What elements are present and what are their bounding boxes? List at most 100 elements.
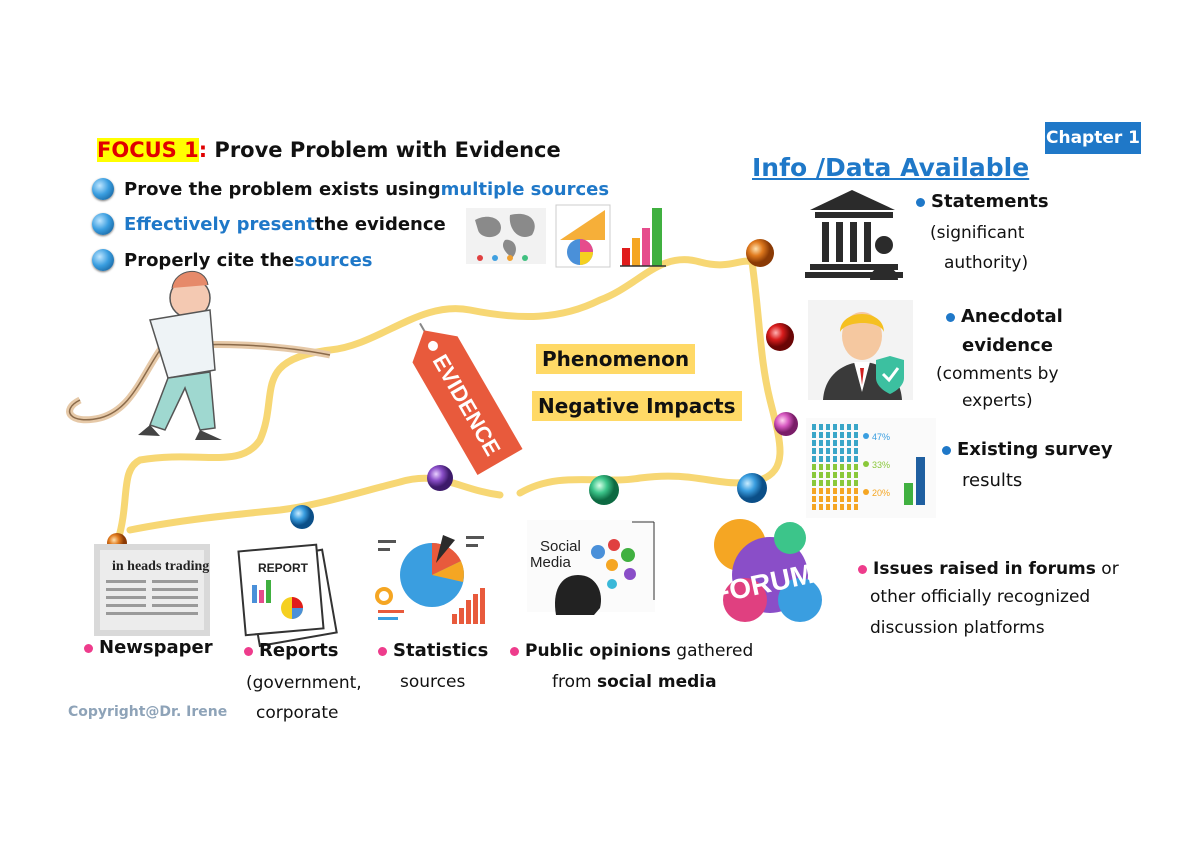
survey-person-mark: [840, 448, 844, 454]
focus-bullet-1: Prove the problem exists using multiple …: [92, 178, 609, 200]
focus-bullet-3: Properly cite the sources: [92, 249, 373, 271]
chapter-badge: Chapter 1: [1045, 122, 1141, 154]
survey-person-mark: [819, 504, 823, 510]
survey-person-mark: [812, 488, 816, 494]
survey-person-mark: [819, 488, 823, 494]
survey-person-mark: [833, 480, 837, 486]
survey-person-mark: [826, 480, 830, 486]
bullet-ball-icon: [92, 213, 114, 235]
focus-bullet-1-highlight: multiple sources: [440, 178, 610, 200]
public-opinions-line-1: Public opinions gathered: [510, 637, 753, 665]
public-opinions-line-2: from social media: [552, 672, 717, 692]
focus-bullet-2-post: the evidence: [314, 213, 446, 235]
survey-person-mark: [854, 480, 858, 486]
forums-line-1: Issues raised in forums or: [858, 555, 1119, 583]
survey-person-mark: [819, 456, 823, 462]
survey-person-mark: [840, 480, 844, 486]
survey-legend-dot: [863, 433, 869, 439]
survey-person-mark: [854, 472, 858, 478]
survey-person-mark: [812, 448, 816, 454]
survey-person-mark: [854, 464, 858, 470]
survey-legend-dot: [863, 489, 869, 495]
forums-line-3: discussion platforms: [870, 618, 1045, 638]
survey-person-mark: [812, 432, 816, 438]
survey-person-mark: [819, 480, 823, 486]
survey-person-mark: [833, 432, 837, 438]
waypoint-green: [589, 475, 619, 505]
survey-person-mark: [854, 432, 858, 438]
survey-person-mark: [826, 432, 830, 438]
forums-line-2: other officially recognized: [870, 587, 1091, 607]
survey-person-mark: [840, 464, 844, 470]
survey-title: Existing survey: [942, 436, 1113, 464]
copyright-text: Copyright@Dr. Irene: [68, 704, 228, 720]
survey-person-mark: [833, 440, 837, 446]
survey-person-mark: [833, 456, 837, 462]
survey-person-mark: [812, 440, 816, 446]
bullet-dot-icon: [946, 312, 955, 322]
reports-title: Reports: [244, 637, 339, 665]
newspaper-title: Newspaper: [84, 634, 213, 662]
survey-person-mark: [847, 504, 851, 510]
bullet-dot-icon: [510, 646, 519, 656]
survey-person-mark: [819, 464, 823, 470]
survey-person-mark: [826, 424, 830, 430]
focus-prefix: FOCUS 1: [97, 138, 199, 162]
anecdotal-title-2: evidence: [962, 335, 1053, 356]
bullet-dot-icon: [378, 646, 387, 656]
bullet-dot-icon: [942, 445, 951, 455]
focus-bullet-1-pre: Prove the problem exists using: [124, 178, 441, 200]
survey-person-mark: [812, 480, 816, 486]
statistics-title: Statistics: [378, 637, 488, 665]
survey-person-mark: [854, 440, 858, 446]
survey-person-mark: [812, 464, 816, 470]
social-media-text-1: Social: [540, 538, 581, 555]
survey-person-mark: [854, 504, 858, 510]
bar-chart-icon: [620, 208, 666, 267]
survey-person-mark: [826, 456, 830, 462]
negative-impacts-box: Negative Impacts: [532, 391, 742, 421]
focus-bullet-3-pre: Properly cite the: [124, 249, 295, 271]
survey-person-mark: [847, 448, 851, 454]
survey-line-1: results: [962, 470, 1023, 491]
bullet-ball-icon: [92, 249, 114, 271]
survey-person-mark: [812, 472, 816, 478]
report-doc-text: REPORT: [258, 561, 309, 575]
waypoint-red: [766, 323, 794, 351]
survey-results-icon: 47%33%20%: [806, 418, 936, 518]
survey-person-mark: [854, 488, 858, 494]
waypoint-blue-right: [737, 473, 767, 503]
rope-puller-illustration: [66, 270, 331, 440]
anecdotal-line-1: (comments by: [936, 364, 1059, 384]
survey-person-mark: [833, 464, 837, 470]
survey-person-mark: [854, 448, 858, 454]
focus-bullet-2-highlight: Effectively present: [124, 213, 315, 235]
anecdotal-title-1: Anecdotal: [946, 303, 1063, 331]
government-building-icon: [805, 190, 903, 280]
survey-person-mark: [833, 472, 837, 478]
reports-line-1: (government,: [246, 673, 362, 693]
survey-person-mark: [847, 472, 851, 478]
newspaper-clip-text: in heads trading: [112, 559, 209, 574]
anecdotal-line-2: experts): [962, 391, 1033, 411]
survey-person-mark: [847, 480, 851, 486]
survey-bar-mark: [904, 483, 913, 505]
survey-percent-label: 20%: [872, 488, 890, 498]
survey-person-mark: [847, 456, 851, 462]
survey-person-mark: [840, 432, 844, 438]
survey-person-mark: [826, 504, 830, 510]
waypoint-blue-left: [290, 505, 314, 529]
survey-person-mark: [847, 496, 851, 502]
survey-bar-mark: [916, 457, 925, 505]
survey-person-mark: [840, 504, 844, 510]
survey-percent-label: 33%: [872, 460, 890, 470]
bullet-dot-icon: [916, 197, 925, 207]
report-document-icon: REPORT: [237, 543, 338, 648]
bullet-dot-icon: [244, 646, 253, 656]
survey-person-mark: [819, 448, 823, 454]
survey-person-mark: [833, 504, 837, 510]
survey-person-mark: [854, 424, 858, 430]
survey-person-mark: [833, 424, 837, 430]
survey-person-mark: [847, 464, 851, 470]
survey-person-mark: [812, 424, 816, 430]
